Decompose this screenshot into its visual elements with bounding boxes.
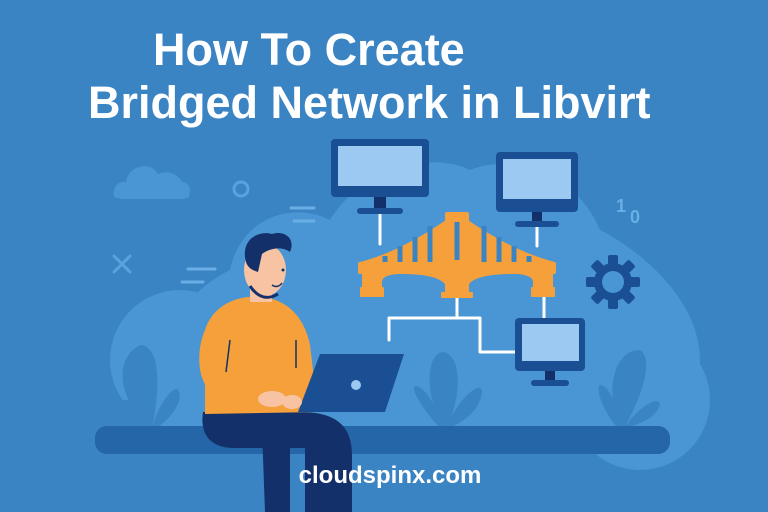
x-icon xyxy=(112,254,132,274)
title-line-2: Bridged Network in Libvirt xyxy=(88,77,651,128)
plant-icon-left xyxy=(121,345,180,428)
circle-icon xyxy=(232,180,250,198)
plant-icon-right xyxy=(598,350,660,428)
title-line-1: How To Create xyxy=(153,24,465,75)
bench xyxy=(95,426,670,454)
network-cables xyxy=(378,212,546,354)
binary-digits: 1 xyxy=(616,196,626,216)
gear-icon xyxy=(586,255,640,309)
svg-text:0: 0 xyxy=(630,207,640,227)
bridge-icon xyxy=(358,212,556,298)
speed-lines xyxy=(180,206,316,284)
cloud-icon xyxy=(113,166,190,199)
site-url: cloudspinx.com xyxy=(298,462,482,489)
plant-icon-middle xyxy=(414,352,482,428)
monitor-top-left xyxy=(331,139,429,214)
monitor-top-right xyxy=(496,152,578,227)
person-with-laptop xyxy=(199,232,404,512)
monitor-bottom-right xyxy=(515,318,585,386)
